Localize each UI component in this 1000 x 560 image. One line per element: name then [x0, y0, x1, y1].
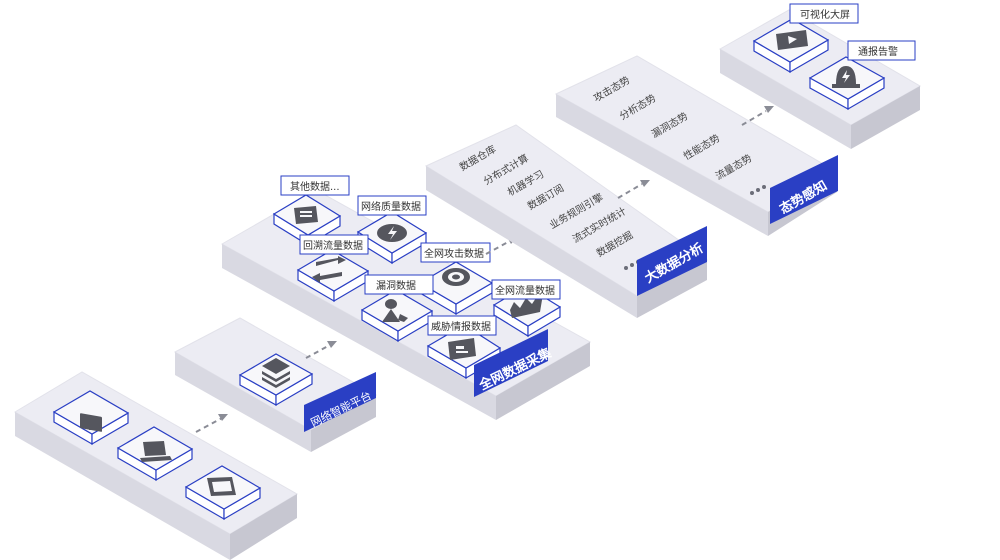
source-label-intel: 威胁情报数据: [427, 315, 497, 336]
flow-arrow-5: [741, 106, 774, 126]
output-label-alarm: 通报告警: [847, 40, 916, 61]
svg-text:其他数据...: 其他数据...: [290, 180, 340, 193]
svg-text:网络质量数据: 网络质量数据: [361, 200, 421, 213]
device-tile-tablet: [184, 465, 262, 521]
source-tile-vulnerability: [360, 289, 434, 343]
device-tile-laptop: [116, 426, 194, 482]
alarm-icon: [832, 66, 860, 88]
flow-arrow-2: [305, 341, 337, 359]
awareness-ellipsis: [750, 185, 766, 195]
analysis-slab: [424, 124, 708, 318]
svg-text:漏洞数据: 漏洞数据: [376, 279, 416, 292]
output-tile-screen: [752, 18, 830, 74]
traffic-chart-icon: [510, 292, 542, 318]
shield-icon: [377, 224, 407, 242]
tablet-icon: [207, 477, 236, 496]
transfer-icon: [312, 256, 346, 283]
svg-text:通报告警: 通报告警: [858, 45, 898, 58]
device-tile-monitor: [52, 390, 130, 446]
svg-text:全网攻击数据: 全网攻击数据: [424, 247, 484, 260]
vulnerability-icon: [382, 299, 408, 322]
document-icon: [294, 206, 318, 224]
layers-icon: [262, 358, 290, 388]
source-label-attack: 全网攻击数据: [420, 242, 491, 263]
output-label-screen: 可视化大屏: [789, 3, 859, 24]
source-tile-other: [272, 194, 342, 247]
monitor-icon: [80, 413, 102, 432]
intel-icon: [448, 338, 476, 360]
source-label-vulnerability: 漏洞数据: [364, 274, 434, 295]
source-label-traffic: 全网流量数据: [491, 279, 561, 300]
platform-tile: [238, 353, 314, 407]
flow-arrow-4: [617, 180, 650, 199]
output-tile-alarm: [808, 56, 886, 111]
flow-arrow-1: [195, 414, 228, 433]
laptop-icon: [140, 441, 172, 462]
source-label-network-quality: 网络质量数据: [357, 195, 427, 216]
svg-text:威胁情报数据: 威胁情报数据: [431, 320, 491, 333]
video-screen-icon: [776, 30, 808, 50]
svg-text:可视化大屏: 可视化大屏: [800, 8, 850, 21]
source-label-other: 其他数据...: [280, 175, 350, 196]
source-tile-backtrack: [296, 249, 370, 303]
source-label-backtrack: 回溯流量数据: [299, 234, 369, 255]
svg-text:全网流量数据: 全网流量数据: [495, 284, 555, 297]
svg-text:回溯流量数据: 回溯流量数据: [303, 239, 363, 252]
attack-target-icon: [442, 268, 470, 286]
